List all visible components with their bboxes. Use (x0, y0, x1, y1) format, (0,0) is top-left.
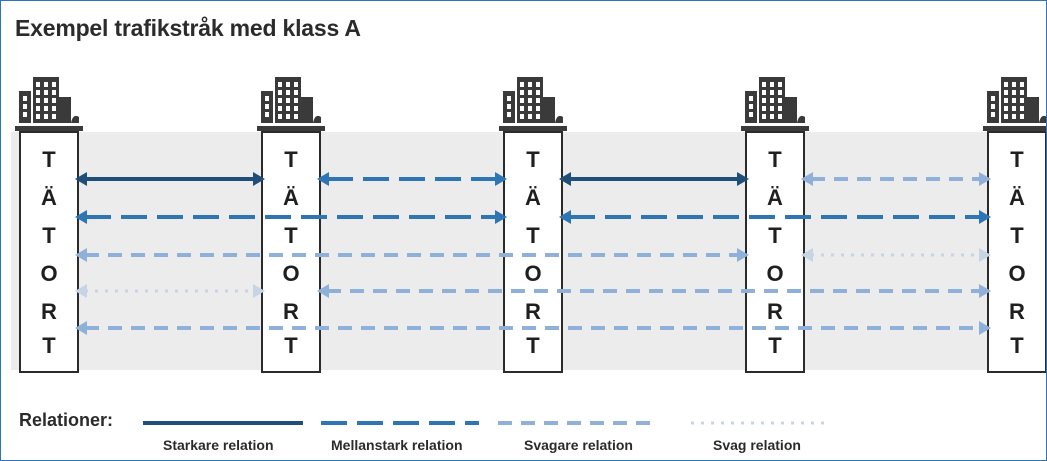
arrow-head (979, 248, 991, 262)
legend-label-strong: Starkare relation (163, 437, 274, 453)
town-frame (19, 131, 79, 373)
town-letter: O (40, 261, 58, 286)
town-letter: T (284, 147, 298, 172)
town-frame (261, 131, 321, 373)
legend-label-weak: Svagare relation (524, 437, 633, 453)
legend-label-weakest: Svag relation (713, 437, 801, 453)
arrow-head (559, 210, 571, 224)
building-icon (17, 75, 81, 125)
arrow-head (801, 248, 813, 262)
arrow-head (75, 172, 87, 186)
town-letter: T (42, 147, 56, 172)
arrow-head (75, 210, 87, 224)
arrow-head (737, 248, 749, 262)
town-letter: O (282, 261, 300, 286)
town-letter: R (767, 299, 783, 324)
town-frame (987, 131, 1046, 373)
town-letter: T (768, 223, 782, 248)
town-roof (257, 126, 325, 131)
town-letter: T (1010, 147, 1024, 172)
arrow-head (979, 284, 991, 298)
arrow-head (317, 172, 329, 186)
town-letter: T (1010, 333, 1024, 358)
town-letter: R (41, 299, 57, 324)
town-letter: T (768, 147, 782, 172)
town-letter: Ä (41, 185, 57, 210)
arrow-head (979, 210, 991, 224)
town-frame (503, 131, 563, 373)
town-letter: O (524, 261, 542, 286)
arrow-head (75, 321, 87, 335)
town-roof (983, 126, 1046, 131)
town-letter: Ä (1009, 185, 1025, 210)
arrow-head (75, 248, 87, 262)
town-letter: T (526, 333, 540, 358)
town-letter: T (526, 147, 540, 172)
arrow-head (253, 284, 265, 298)
town-frame (745, 131, 805, 373)
arrow-head (979, 321, 991, 335)
building-icon (743, 75, 807, 125)
town-letter: Ä (525, 185, 541, 210)
building-icon (985, 75, 1046, 125)
arrow-head (495, 172, 507, 186)
town-letter: T (1010, 223, 1024, 248)
diagram-title: Exempel trafikstråk med klass A (15, 15, 361, 41)
town-letter: O (766, 261, 784, 286)
town-letter: T (42, 333, 56, 358)
arrow-head (495, 210, 507, 224)
town-roof (741, 126, 809, 131)
town-roof (499, 126, 567, 131)
arrow-head (801, 172, 813, 186)
town-letter: T (42, 223, 56, 248)
town-letter: T (768, 333, 782, 358)
arrow-head (317, 284, 329, 298)
legend-label-medium: Mellanstark relation (331, 437, 463, 453)
arrow-head (559, 172, 571, 186)
town-letter: Ä (283, 185, 299, 210)
arrow-head (75, 284, 87, 298)
building-icon (501, 75, 565, 125)
town-letter: R (1009, 299, 1025, 324)
town-letter: R (525, 299, 541, 324)
town-letter: R (283, 299, 299, 324)
building-icon (259, 75, 323, 125)
town-letter: O (1008, 261, 1026, 286)
arrow-head (737, 172, 749, 186)
town-letter: T (284, 333, 298, 358)
town-letter: T (526, 223, 540, 248)
arrow-head (253, 172, 265, 186)
town-roof (15, 126, 83, 131)
town-letter: Ä (767, 185, 783, 210)
arrow-head (979, 172, 991, 186)
legend-title: Relationer: (19, 410, 114, 430)
town-letter: T (284, 223, 298, 248)
